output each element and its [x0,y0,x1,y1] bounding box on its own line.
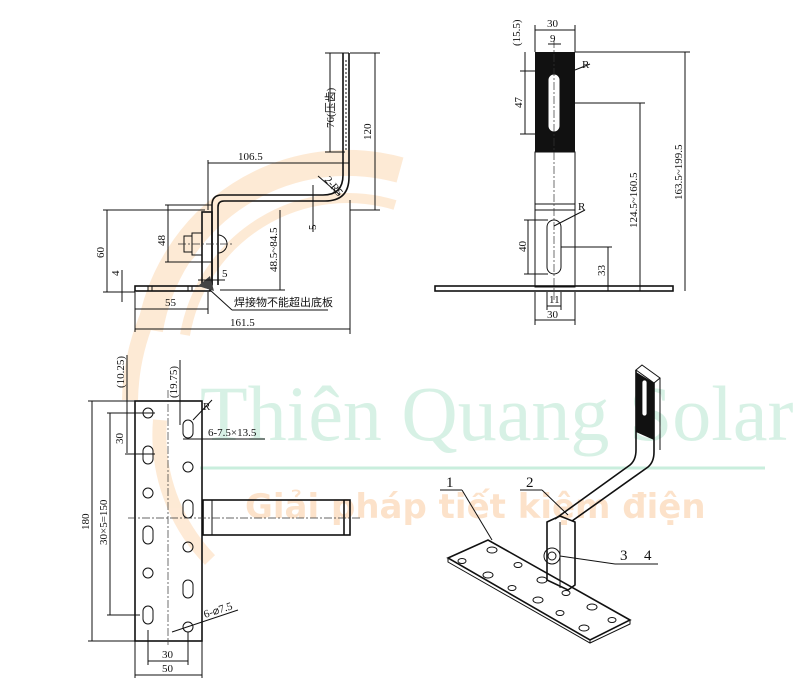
dim-40: 40 [517,241,529,253]
dim-30-bottom: 30 [162,649,174,661]
dim-9: 9 [550,33,556,45]
part-label-2: 2 [526,475,534,491]
dim-30-bottom: 30 [547,309,559,321]
dim-106-5: 106.5 [238,151,263,163]
side-view: 76(压齿) 120 106.5 2-R5 5 48 48.5~84.5 60 … [95,52,380,334]
watermark-slogan: Giải pháp tiết kiệm điện [245,487,706,527]
dim-30-top: 30 [547,18,559,30]
front-view: (15.5) 30 9 R 47 124.5~160.5 163.5~199.5… [434,18,690,325]
radius-slot: R [203,401,211,413]
dim-15-5: (15.5) [511,19,523,46]
dim-120: 120 [362,123,374,140]
dim-33: 33 [596,265,608,277]
slot-spec: 6-7.5×13.5 [208,427,257,439]
hole-spec: 6-⌀7.5 [202,600,234,621]
dim-4: 4 [110,270,122,276]
dim-76: 76(压齿) [324,87,337,128]
dim-30x5-150: 30×5=150 [98,499,110,545]
dim-50: 50 [162,663,174,675]
radius-bottom: R [578,201,586,213]
dim-163-5-199-5: 163.5~199.5 [673,144,685,200]
part-label-3: 3 [620,548,628,564]
dim-19-75: (19.75) [168,366,180,398]
dim-48: 48 [156,235,168,247]
part-label-1: 1 [446,475,454,491]
part-label-4: 4 [644,548,652,564]
dim-5-top: 5 [307,224,319,230]
dim-30-pitch: 30 [114,433,126,445]
isometric-view: 1 2 3 4 [440,364,661,644]
dim-47: 47 [513,97,525,109]
dim-11: 11 [549,294,560,306]
radius-top: R [582,59,590,71]
dim-180: 180 [80,513,92,530]
dim-161-5: 161.5 [230,317,255,329]
dim-10-25: (10.25) [115,356,127,388]
watermark-brand: Thiên Quang Solar [200,370,794,457]
dim-60: 60 [95,247,107,259]
top-view: (10.25) (19.75) R 6-7.5×13.5 30 30×5=150… [80,355,362,678]
weld-note: 焊接物不能超出底板 [234,295,333,309]
dim-55: 55 [165,297,177,309]
dim-5-bottom: 5 [222,268,228,280]
dim-48-5-84-5: 48.5~84.5 [268,227,280,272]
dim-124-5-160-5: 124.5~160.5 [628,172,640,228]
